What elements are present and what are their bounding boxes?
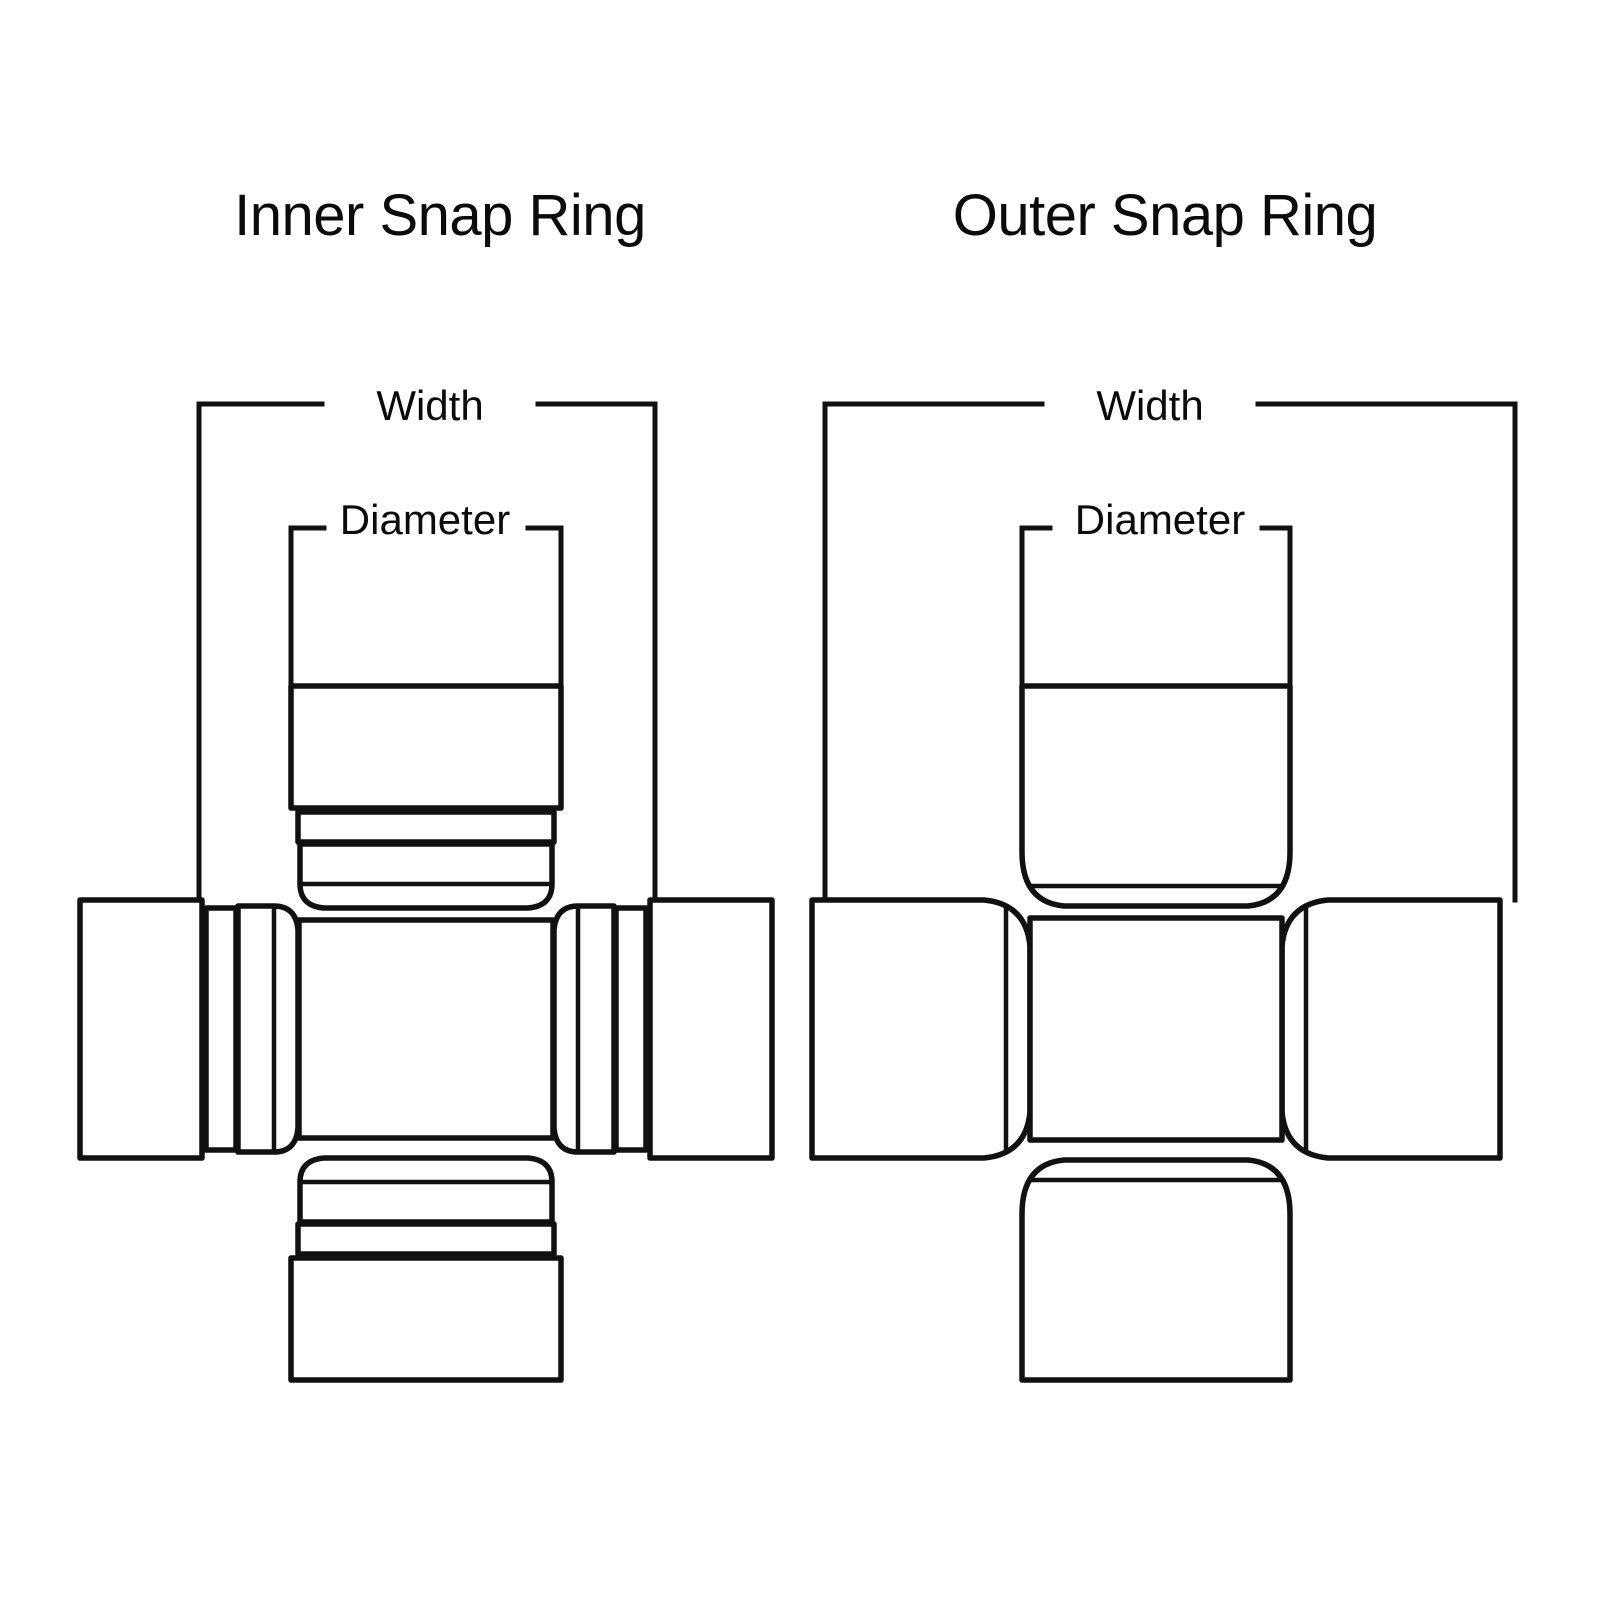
right-bearing-cap-outer bbox=[1279, 897, 1503, 1161]
top-bearing-cap-outer bbox=[1019, 683, 1293, 909]
panel-title-inner-snap-ring: Inner Snap Ring bbox=[234, 183, 646, 248]
inner-snap-ring-drawing bbox=[77, 401, 775, 1383]
dimension-callout-diameter-inner bbox=[288, 525, 564, 691]
dimension-label-width-inner: Width bbox=[376, 382, 484, 429]
dimension-callout-diameter-outer bbox=[1019, 525, 1293, 691]
dimension-label-diameter-outer: Diameter bbox=[1074, 496, 1246, 543]
right-snap-ring-band-inner bbox=[613, 905, 649, 1153]
top-cap-body-outer bbox=[1019, 683, 1293, 909]
dimension-callout-width-inner bbox=[196, 401, 658, 903]
dimension-label-width-outer: Width bbox=[1096, 382, 1204, 429]
bottom-bearing-cap-outer bbox=[1019, 1157, 1293, 1383]
top-bearing-cap-inner bbox=[288, 683, 564, 911]
left-bearing-cap-outer bbox=[809, 897, 1033, 1161]
top-trunnion-shoulder-inner bbox=[297, 841, 555, 911]
left-snap-ring-band-inner bbox=[203, 905, 239, 1153]
top-cap-body-inner bbox=[288, 683, 564, 811]
left-cap-body-inner bbox=[77, 897, 205, 1161]
right-cap-body-outer bbox=[1279, 897, 1503, 1161]
left-bearing-cap-inner bbox=[77, 897, 301, 1161]
dimension-callout-width-outer bbox=[822, 401, 1518, 903]
left-cap-body-outer bbox=[809, 897, 1033, 1161]
right-bearing-cap-inner bbox=[551, 897, 775, 1161]
right-trunnion-shoulder-inner bbox=[551, 903, 617, 1155]
center-cross-body-outer bbox=[1027, 915, 1285, 1143]
dimension-label-diameter-inner: Diameter bbox=[339, 496, 511, 543]
bottom-trunnion-shoulder-inner bbox=[297, 1155, 555, 1225]
bottom-cap-body-inner bbox=[288, 1255, 564, 1383]
center-cross-body-inner bbox=[296, 917, 556, 1141]
right-cap-body-inner bbox=[647, 897, 775, 1161]
outer-snap-ring-drawing bbox=[809, 401, 1518, 1383]
panel-title-outer-snap-ring: Outer Snap Ring bbox=[952, 183, 1378, 248]
bottom-bearing-cap-inner bbox=[288, 1155, 564, 1383]
left-trunnion-shoulder-inner bbox=[235, 903, 301, 1155]
bottom-snap-ring-band-inner bbox=[295, 1221, 557, 1257]
bottom-cap-body-outer bbox=[1019, 1157, 1293, 1383]
top-snap-ring-band-inner bbox=[295, 809, 557, 845]
